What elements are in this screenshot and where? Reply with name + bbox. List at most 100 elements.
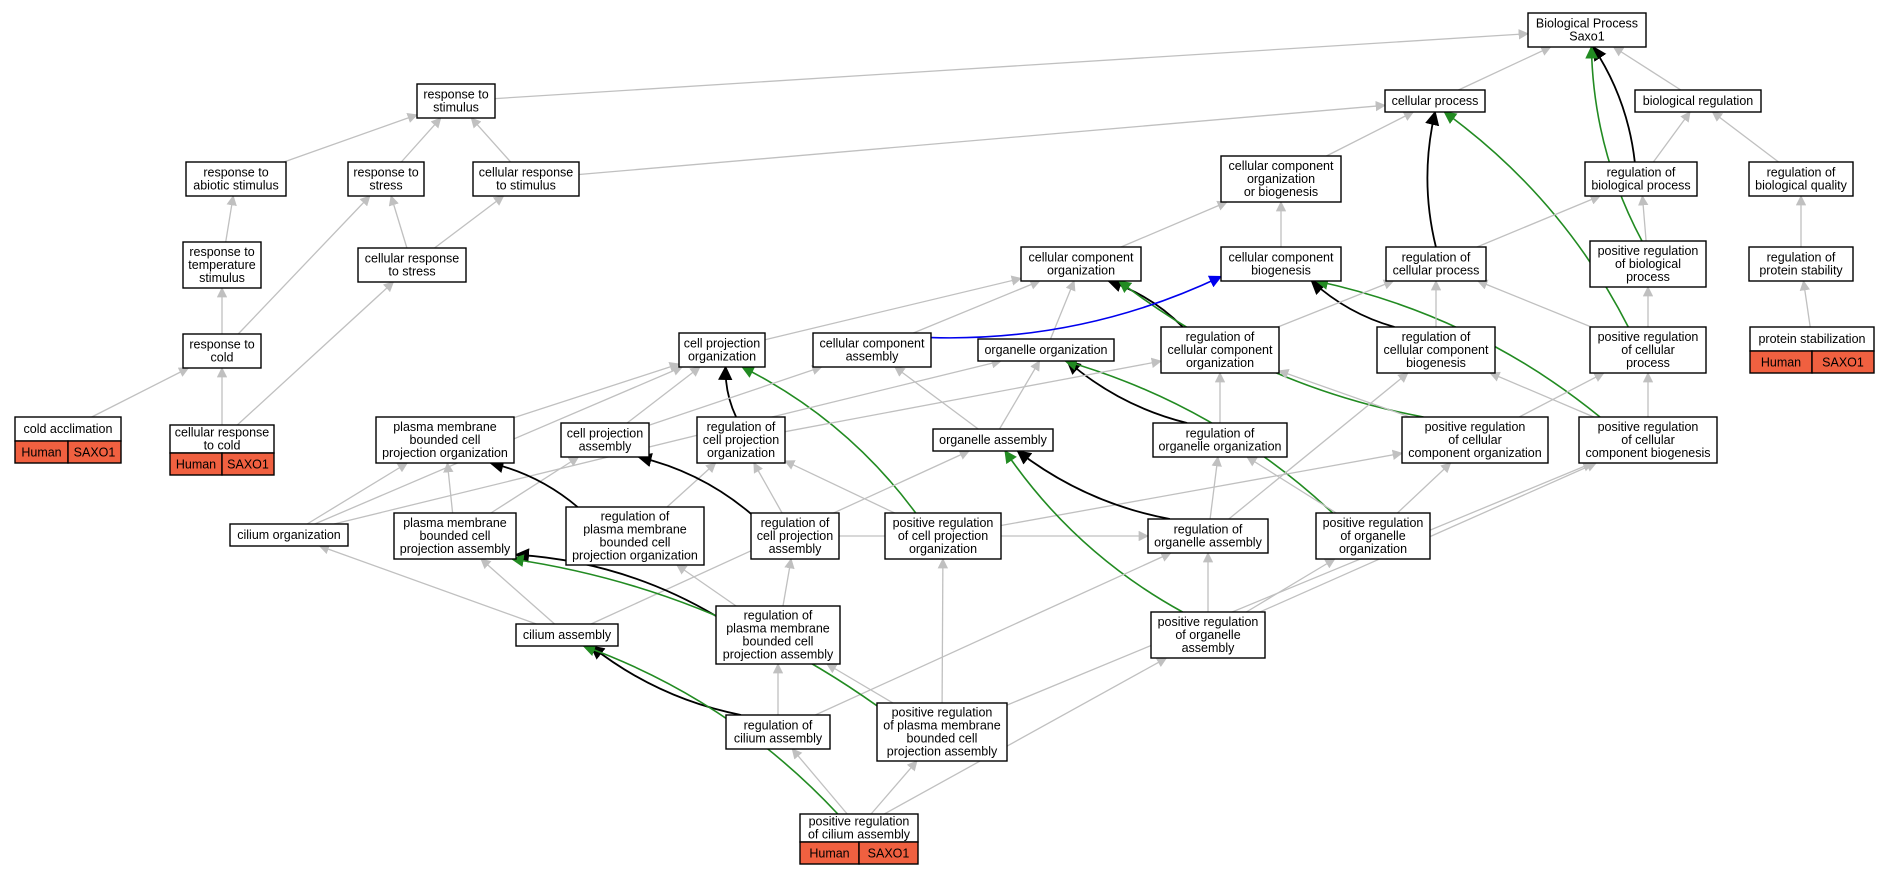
edge-is-a-prcco-to-rcco [1278,369,1411,418]
node-label-line: regulation of [744,609,813,623]
edge-is-a-ccold-to-crstress [236,281,395,426]
edge-is-a-prcpo-to-prcco [1000,449,1404,527]
node-box [229,523,349,547]
node-box [1584,161,1698,197]
edge-is-a-cpo-to-cco [764,275,1023,341]
node-label-line: cellular component [1384,343,1489,357]
go-term-node-oo[interactable]: organelle organization [977,338,1115,362]
edge-is-a-rts-to-bp [494,29,1530,100]
node-label-line: biogenesis [1251,264,1311,278]
go-term-node-ca[interactable]: cilium assembly [515,623,619,647]
edge-regulates-roo-to-oo [1066,360,1188,424]
edge-is-a-rcold-to-rstress [237,195,371,335]
annotation-cell-saxo1 [67,440,122,464]
node-box [750,512,840,560]
edge-positively-regulates-prcp-to-cp [1443,111,1630,328]
edge-is-a-rtemp-to-rabs [225,194,237,243]
node-box [185,161,287,197]
node-label-line: regulation of [707,420,776,434]
edge-is-a-rabs-to-rts [283,113,418,163]
edges-layer [91,29,1811,815]
edge-is-a-cpa-to-cca [648,365,823,426]
node-label-line: positive regulation [1323,516,1424,530]
edge-is-a-rcco-to-rcp [1277,279,1395,328]
go-term-node-breg[interactable]: biological regulation [1634,89,1762,113]
edge-is-a-crs-to-cp [578,100,1387,176]
node-box [416,83,496,119]
node-label-line: regulation of [761,516,830,530]
edge-positively-regulates-proa-to-oa [1004,449,1183,613]
node-label-line: organelle assembly [939,433,1047,447]
node-box [1152,422,1288,458]
node-label-line: of cellular [1621,343,1675,357]
node-label-line: positive regulation [809,815,910,829]
edge-regulates-rccb-to-ccb [1310,280,1395,328]
edge-is-a-rcp-to-rbp [1476,194,1601,248]
node-box [884,512,1002,560]
node-box [715,605,841,665]
go-term-node-cp[interactable]: cellular process [1384,89,1486,113]
node-label-line: biological quality [1755,179,1847,193]
annotation-label-human: Human [809,847,849,861]
node-label-line: or biogenesis [1244,185,1318,199]
edge-is-a-cpa-to-cpo [626,366,701,424]
node-box [347,161,425,197]
node-label-line: of organelle [1175,628,1240,642]
edge-is-a-crstress-to-rstress [388,195,408,249]
node-label-line: plasma membrane [403,516,507,530]
node-box [696,416,786,464]
edge-positively-regulates-prbp-to-bp [1585,45,1643,242]
node-label-line: of cellular [1448,433,1502,447]
edge-regulates-rcco-to-cco [1107,278,1184,328]
go-term-node-oa[interactable]: organelle assembly [932,428,1054,452]
node-label-line: regulation of [1402,251,1471,265]
node-box [1220,246,1342,282]
edge-positively-regulates-prca-to-ca [582,643,839,815]
node-label-line: cell projection [757,529,833,543]
node-label-line: stress [369,179,402,193]
go-term-node-co[interactable]: cilium organization [229,523,349,547]
node-label-line: organization [909,542,977,556]
